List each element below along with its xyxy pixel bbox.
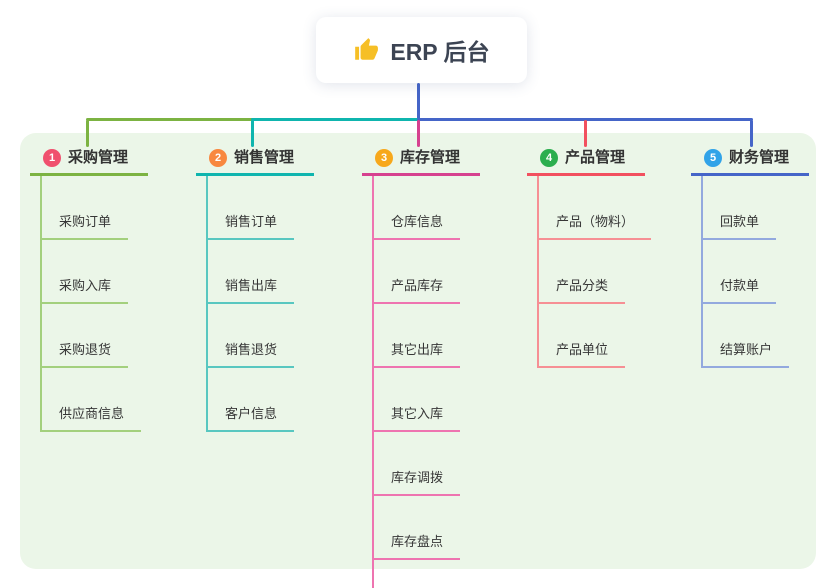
child-node[interactable]: 付款单 bbox=[703, 240, 777, 304]
child-node[interactable]: 结算账户 bbox=[703, 304, 790, 368]
branch-header[interactable]: 5 财务管理 bbox=[691, 146, 809, 176]
child-node[interactable]: 采购退货 bbox=[42, 304, 129, 368]
branch-number-badge: 1 bbox=[43, 149, 61, 167]
branch-number-badge: 3 bbox=[375, 149, 393, 167]
child-label: 付款单 bbox=[720, 278, 760, 293]
branch-header[interactable]: 3 库存管理 bbox=[362, 146, 480, 176]
child-label: 采购入库 bbox=[59, 278, 112, 293]
branch-drop-line bbox=[584, 120, 587, 147]
child-node[interactable]: 其它出库 bbox=[374, 304, 461, 368]
root-stem-line bbox=[417, 83, 420, 120]
bus-segment-blue bbox=[417, 118, 753, 121]
child-label: 库存调拨 bbox=[391, 470, 444, 485]
branch-children: 产品（物料） 产品分类产品单位 bbox=[537, 176, 652, 368]
root-title: ERP 后台 bbox=[390, 39, 490, 65]
child-node[interactable]: 产品（物料） bbox=[539, 176, 652, 240]
child-label: 其它入库 bbox=[391, 406, 444, 421]
child-label: 销售退货 bbox=[225, 342, 278, 357]
bus-segment-teal bbox=[251, 118, 420, 121]
branch-title: 财务管理 bbox=[729, 149, 790, 166]
branch-number-badge: 5 bbox=[704, 149, 722, 167]
child-label: 库存盘点 bbox=[391, 534, 444, 549]
child-node[interactable]: 库存调拨 bbox=[374, 432, 461, 496]
branch-drop-line bbox=[251, 120, 254, 147]
bus-segment-green bbox=[86, 118, 254, 121]
child-label: 其它出库 bbox=[391, 342, 444, 357]
branch-5: 5 财务管理回款单付款单结算账户 bbox=[691, 146, 839, 368]
branch-drop-line bbox=[86, 120, 89, 147]
child-node[interactable]: 销售出库 bbox=[208, 240, 295, 304]
child-label: 结算账户 bbox=[720, 342, 773, 357]
child-label: 产品库存 bbox=[391, 278, 444, 293]
branch-title: 产品管理 bbox=[565, 149, 626, 166]
child-label: 采购退货 bbox=[59, 342, 112, 357]
child-node[interactable]: 采购订单 bbox=[42, 176, 129, 240]
branch-drop-line bbox=[417, 120, 420, 147]
child-node[interactable]: 销售订单 bbox=[208, 176, 295, 240]
child-label: 客户信息 bbox=[225, 406, 278, 421]
branch-title: 采购管理 bbox=[68, 149, 129, 166]
child-node[interactable]: 客户信息 bbox=[208, 368, 295, 432]
branch-header[interactable]: 2 销售管理 bbox=[196, 146, 314, 176]
branch-number-badge: 4 bbox=[540, 149, 558, 167]
child-label: 销售订单 bbox=[225, 214, 278, 229]
branch-1: 1 采购管理采购订单采购入库采购退货供应商信息 bbox=[30, 146, 190, 432]
branch-children: 回款单付款单结算账户 bbox=[701, 176, 790, 368]
child-label: 仓库信息 bbox=[391, 214, 444, 229]
child-node[interactable]: 销售退货 bbox=[208, 304, 295, 368]
child-label: 产品（物料） bbox=[556, 214, 635, 229]
child-label: 采购订单 bbox=[59, 214, 112, 229]
branch-4: 4 产品管理产品（物料） 产品分类产品单位 bbox=[527, 146, 687, 368]
branch-children: 销售订单销售出库销售退货客户信息 bbox=[206, 176, 295, 432]
child-node[interactable]: 采购入库 bbox=[42, 240, 129, 304]
branch-header[interactable]: 4 产品管理 bbox=[527, 146, 645, 176]
child-node[interactable]: 回款单 bbox=[703, 176, 777, 240]
child-label: 产品单位 bbox=[556, 342, 609, 357]
child-node[interactable]: 仓库信息 bbox=[374, 176, 461, 240]
child-label: 回款单 bbox=[720, 214, 760, 229]
child-label: 供应商信息 bbox=[59, 406, 125, 421]
branch-header[interactable]: 1 采购管理 bbox=[30, 146, 148, 176]
child-label: 销售出库 bbox=[225, 278, 278, 293]
branch-children: 采购订单采购入库采购退货供应商信息 bbox=[40, 176, 142, 432]
child-node[interactable]: 产品库存 bbox=[374, 240, 461, 304]
branches-panel bbox=[20, 133, 816, 569]
child-node[interactable]: 出库库明细 bbox=[374, 560, 473, 588]
branch-title: 销售管理 bbox=[234, 149, 295, 166]
branch-children: 仓库信息产品库存其它出库其它入库库存调拨库存盘点出库库明细 bbox=[372, 176, 473, 588]
branch-drop-line bbox=[750, 120, 753, 147]
branch-2: 2 销售管理销售订单销售出库销售退货客户信息 bbox=[196, 146, 356, 432]
child-node[interactable]: 其它入库 bbox=[374, 368, 461, 432]
child-label: 产品分类 bbox=[556, 278, 609, 293]
child-node[interactable]: 供应商信息 bbox=[42, 368, 142, 432]
child-node[interactable]: 库存盘点 bbox=[374, 496, 461, 560]
thumbs-up-icon bbox=[353, 37, 379, 63]
child-node[interactable]: 产品单位 bbox=[539, 304, 626, 368]
branch-3: 3 库存管理仓库信息产品库存其它出库其它入库库存调拨库存盘点出库库明细 bbox=[362, 146, 522, 588]
branch-title: 库存管理 bbox=[400, 149, 461, 166]
child-node[interactable]: 产品分类 bbox=[539, 240, 626, 304]
root-node[interactable]: ERP 后台 bbox=[316, 17, 527, 83]
branch-number-badge: 2 bbox=[209, 149, 227, 167]
